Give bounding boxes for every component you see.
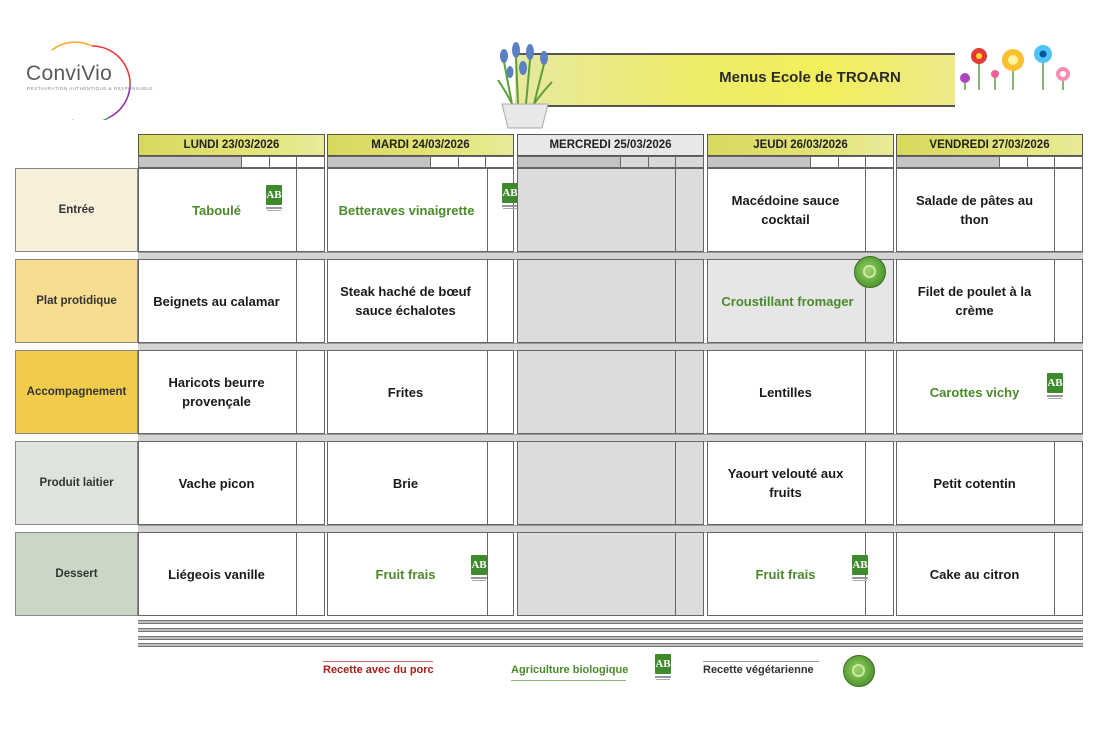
organic-label-icon: AB [470, 555, 488, 585]
dish-name: Cake au citron [929, 566, 1020, 582]
brand-tagline: RESTAURATION AUTHENTIQUE & RESPONSABLE [27, 86, 153, 91]
flower-pot-illustration [497, 42, 553, 129]
category-produit-laitier: Produit laitier [15, 441, 138, 525]
menu-cell: Filet de poulet à la crème [896, 259, 1083, 343]
table-footer-line [138, 620, 1083, 624]
menu-cell: Yaourt velouté aux fruits [707, 441, 894, 525]
organic-label-icon: AB [265, 185, 283, 215]
menu-cell-closed [517, 168, 704, 252]
legend-vegetarian-line [703, 661, 819, 662]
legend-organic: Agriculture biologique [511, 664, 629, 676]
dish-name: Croustillant fromager [721, 293, 854, 309]
dish-name: Macédoine sauce cocktail [731, 193, 840, 227]
table-footer-line [138, 628, 1083, 632]
menu-cell: Brie [327, 441, 514, 525]
menu-cell: Betteraves vinaigrette AB [327, 168, 518, 252]
menu-cell-closed [517, 350, 704, 434]
dish-name: Frites [387, 384, 424, 400]
day-header-wednesday: MERCREDI 25/03/2026 [517, 134, 704, 156]
menu-cell: Cake au citron [896, 532, 1083, 616]
menu-cell: Frites [327, 350, 514, 434]
menu-cell: Steak haché de bœuf sauce échalotes [327, 259, 514, 343]
menu-cell: Liégeois vanille [138, 532, 325, 616]
day-header-friday: VENDREDI 27/03/2026 [896, 134, 1083, 156]
category-dessert: Dessert [15, 532, 138, 616]
convivio-logo-ring [51, 41, 131, 120]
menu-cell: Croustillant fromager [707, 256, 894, 343]
dish-name: Liégeois vanille [168, 566, 265, 582]
menu-cell: Salade de pâtes au thon [896, 168, 1083, 252]
menu-cell-closed [517, 259, 704, 343]
day-header-thursday: JEUDI 26/03/2026 [707, 134, 894, 156]
dish-name: Brie [392, 475, 419, 491]
title-banner: Menus Ecole de TROARN [515, 53, 955, 107]
vegetarian-icon [843, 655, 875, 687]
dish-name: Filet de poulet à la crème [917, 284, 1032, 318]
day-header-tuesday: MARDI 24/03/2026 [327, 134, 514, 156]
menu-cell: Carottes vichy AB [896, 350, 1083, 434]
menu-cell-closed [517, 532, 704, 616]
dish-name: Lentilles [759, 384, 812, 400]
menu-cell: Fruit frais AB [707, 532, 894, 616]
dish-name: Betteraves vinaigrette [338, 202, 475, 218]
day-subheader [517, 156, 704, 168]
category-plat-protidique: Plat protidique [15, 259, 138, 343]
dish-name: Haricots beurre provençale [168, 375, 265, 409]
menu-cell: Beignets au calamar [138, 259, 325, 343]
dish-name: Fruit frais [375, 566, 436, 582]
menu-cell: Fruit frais AB [327, 532, 514, 616]
table-footer-line [138, 636, 1083, 640]
menu-cell: Petit cotentin [896, 441, 1083, 525]
dish-name: Carottes vichy [929, 384, 1020, 400]
dish-name: Steak haché de bœuf sauce échalotes [340, 284, 471, 318]
dish-name: Vache picon [178, 475, 255, 491]
dish-name: Fruit frais [755, 566, 816, 582]
day-subheader [707, 156, 894, 168]
legend-pork: Recette avec du porc [323, 664, 434, 676]
organic-label-icon: AB [654, 654, 672, 684]
legend-pork-line [323, 661, 433, 662]
table-footer-line [138, 643, 1083, 647]
dish-name: Salade de pâtes au thon [915, 193, 1034, 227]
day-subheader [896, 156, 1083, 168]
legend-organic-line [511, 680, 626, 681]
menu-cell: Lentilles [707, 350, 894, 434]
flowers-illustration [960, 45, 1070, 90]
day-subheader [138, 156, 325, 168]
day-subheader [327, 156, 514, 168]
category-entree: Entrée [15, 168, 138, 252]
menu-cell-closed [517, 441, 704, 525]
menu-cell: Vache picon [138, 441, 325, 525]
dish-name: Yaourt velouté aux fruits [727, 466, 844, 500]
brand-logo: ConviVio [26, 62, 113, 85]
dish-name: Beignets au calamar [153, 293, 280, 309]
menu-cell: Taboulé AB [138, 168, 325, 252]
dish-name: Taboulé [192, 202, 241, 218]
menu-cell: Haricots beurre provençale [138, 350, 325, 434]
legend-vegetarian: Recette végétarienne [703, 664, 814, 676]
day-header-monday: LUNDI 23/03/2026 [138, 134, 325, 156]
organic-label-icon: AB [851, 555, 869, 585]
menu-cell: Macédoine sauce cocktail [707, 168, 894, 252]
dish-name: Petit cotentin [933, 475, 1016, 491]
organic-label-icon: AB [1046, 373, 1064, 403]
organic-label-icon: AB [501, 183, 519, 213]
page-title: Menus Ecole de TROARN [719, 69, 901, 86]
category-accompagnement: Accompagnement [15, 350, 138, 434]
vegetarian-icon [854, 256, 886, 288]
